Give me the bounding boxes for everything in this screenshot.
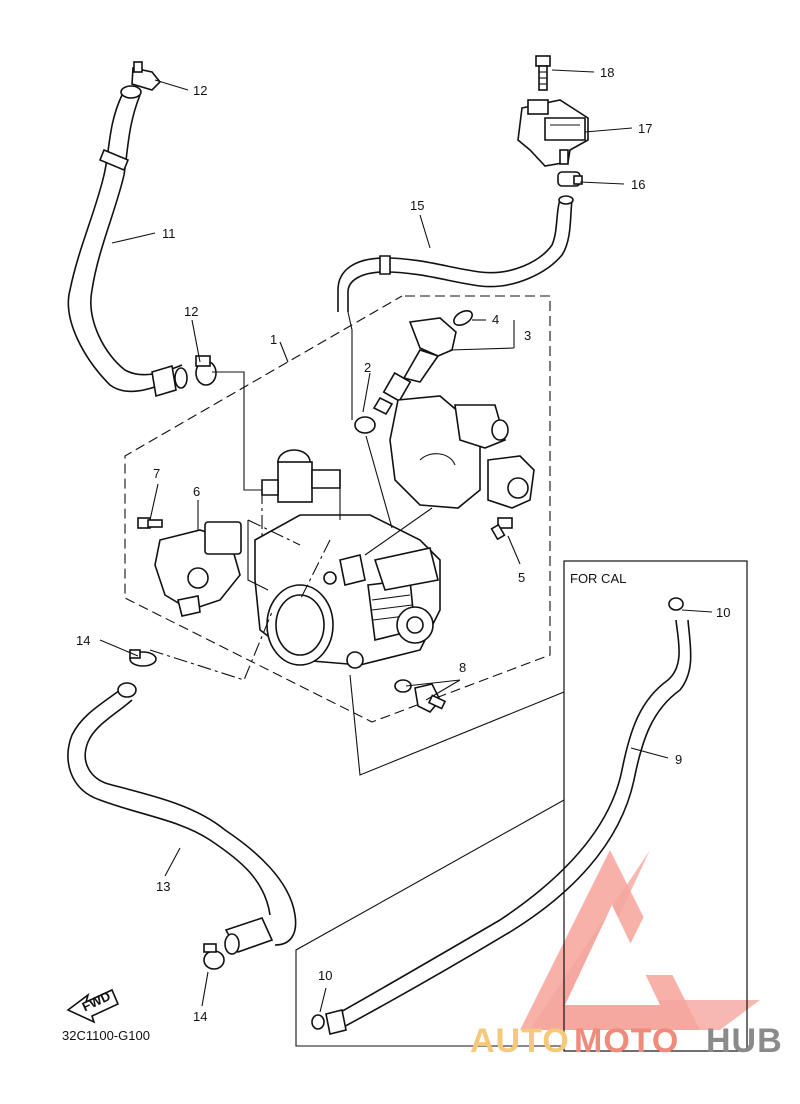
seal-2 xyxy=(354,416,376,434)
callout-10-upper: 10 xyxy=(716,605,730,620)
hose-9 xyxy=(325,619,692,1035)
callout-4: 4 xyxy=(492,312,499,327)
callout-18: 18 xyxy=(600,65,614,80)
callout-11: 11 xyxy=(162,226,176,241)
leader-assembly-lines xyxy=(212,311,565,776)
screw-5 xyxy=(490,517,513,541)
callout-14-upper: 14 xyxy=(76,633,90,648)
clip-16 xyxy=(557,171,583,187)
for-cal-box xyxy=(563,560,748,1052)
watermark-moto: MOTO xyxy=(574,1022,679,1060)
callout-13: 13 xyxy=(156,879,170,894)
clip-14-upper xyxy=(129,649,157,667)
sensor-17 xyxy=(517,99,589,167)
throttle-body xyxy=(254,449,441,669)
callout-14-lower: 14 xyxy=(193,1009,207,1024)
clip-12-top xyxy=(131,61,162,91)
callout-15: 15 xyxy=(410,198,424,213)
hose-15 xyxy=(337,195,574,312)
callout-7: 7 xyxy=(153,466,160,481)
callout-leaders xyxy=(99,69,713,1013)
callout-10-lower: 10 xyxy=(318,968,332,983)
callout-16: 16 xyxy=(631,177,645,192)
callout-12-top: 12 xyxy=(193,83,207,98)
watermark-logo-icon xyxy=(520,850,760,1030)
watermark-auto: AUTO xyxy=(470,1022,570,1060)
sensor-6 xyxy=(154,521,242,617)
callout-5: 5 xyxy=(518,570,525,585)
dashdot-lines xyxy=(149,490,331,681)
callout-1: 1 xyxy=(270,332,277,347)
clip-12-middle xyxy=(195,355,217,386)
callout-2: 2 xyxy=(364,360,371,375)
injector-3 xyxy=(372,317,457,416)
bolt-18 xyxy=(535,55,551,91)
assembly-outline xyxy=(124,295,551,723)
callout-6: 6 xyxy=(193,484,200,499)
diagram-code: 32C1100-G100 xyxy=(62,1028,150,1043)
for-cal-label: FOR CAL xyxy=(570,571,626,586)
callout-3: 3 xyxy=(524,328,531,343)
o-ring-4 xyxy=(453,309,473,327)
callout-9: 9 xyxy=(675,752,682,767)
screw-8 xyxy=(394,679,447,713)
watermark-hub: HUB xyxy=(706,1022,783,1060)
callout-8: 8 xyxy=(459,660,466,675)
watermark-text: AUTO MOTO HUB xyxy=(470,1022,783,1060)
for-cal-box-extension xyxy=(295,799,565,1047)
callout-12-middle: 12 xyxy=(184,304,198,319)
fwd-arrow-icon: FWD xyxy=(66,988,120,1024)
hose-11 xyxy=(67,85,188,398)
hose-13 xyxy=(67,682,297,955)
clip-10-upper xyxy=(668,597,684,611)
injector-joint xyxy=(389,395,535,509)
clip-10-lower xyxy=(311,1014,325,1030)
clip-14-lower xyxy=(203,943,225,970)
screw-7 xyxy=(137,517,163,529)
callout-17: 17 xyxy=(638,121,652,136)
